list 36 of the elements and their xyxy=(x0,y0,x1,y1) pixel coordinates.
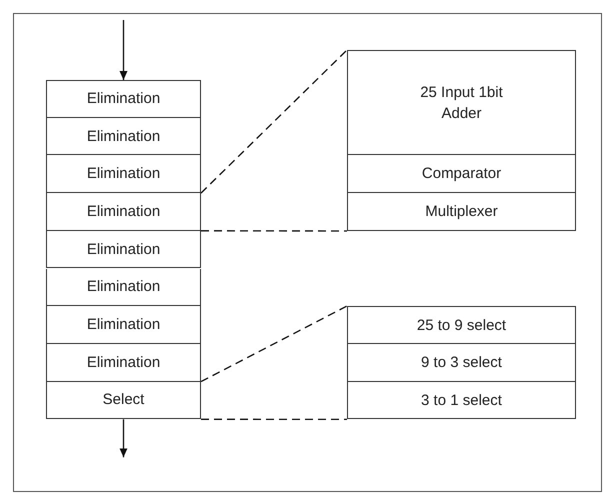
block-label: Select xyxy=(102,390,144,410)
block-box xyxy=(46,155,201,194)
expansion-line xyxy=(200,50,348,194)
block-box xyxy=(46,80,201,118)
block-label: 3 to 1 select xyxy=(421,390,502,411)
block-label: Elimination xyxy=(86,240,160,260)
expansion-line xyxy=(201,230,347,232)
arrow xyxy=(120,419,128,458)
block-box xyxy=(347,50,576,155)
block-box xyxy=(46,193,201,231)
block-box xyxy=(46,118,201,156)
block-label: Multiplexer xyxy=(425,202,498,222)
block-label: Elimination xyxy=(86,202,160,222)
block-label: Elimination xyxy=(86,89,160,110)
block-label: Elimination xyxy=(86,126,160,147)
block-label: Elimination xyxy=(86,164,160,184)
block-box xyxy=(46,344,201,382)
expansion-line xyxy=(201,418,347,420)
block-label: Comparator xyxy=(422,164,502,184)
block-box xyxy=(347,155,576,193)
block-label: Elimination xyxy=(86,315,160,336)
expansion-line xyxy=(200,305,348,382)
block-label: Elimination xyxy=(86,277,160,298)
arrow xyxy=(120,20,128,80)
block-label: Elimination xyxy=(86,352,160,373)
block-box xyxy=(347,193,576,231)
block-label: 9 to 3 select xyxy=(421,352,502,373)
block-box xyxy=(347,306,576,344)
block-box xyxy=(46,382,201,420)
block-label: 25 Input 1bit Adder xyxy=(419,82,504,124)
block-box xyxy=(46,306,201,344)
block-box xyxy=(46,268,201,306)
block-box xyxy=(46,230,201,268)
block-box xyxy=(347,382,576,420)
block-label: 25 to 9 select xyxy=(416,316,506,336)
block-box xyxy=(347,344,576,382)
